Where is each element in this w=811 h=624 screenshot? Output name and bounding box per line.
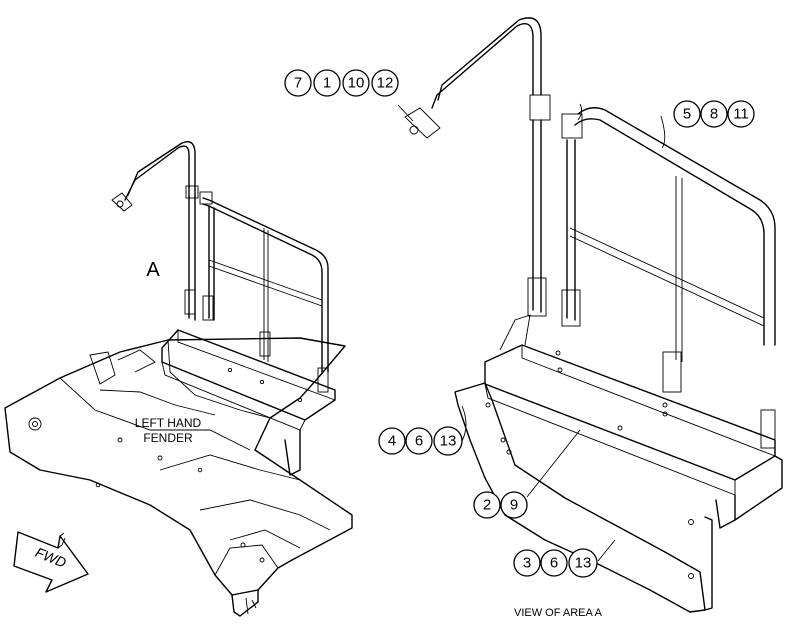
callout-circle — [540, 549, 568, 577]
callout-number: 4 — [388, 433, 396, 450]
callout-circle — [568, 548, 598, 578]
callout-group-2-9: 2 9 — [473, 491, 528, 519]
callout-group-3-6-13: 3 6 13 — [513, 548, 598, 578]
callout-circle — [405, 427, 433, 455]
callout-circle — [727, 100, 755, 128]
fender-label-line-2: FENDER — [143, 431, 193, 445]
callout-circle — [513, 549, 541, 577]
callout-number: 5 — [683, 106, 691, 123]
callout-circle — [313, 69, 341, 97]
callout-number: 11 — [733, 106, 749, 123]
callout-circle — [284, 69, 312, 97]
callout-circle — [500, 491, 528, 519]
callout-number: 1 — [323, 75, 331, 92]
callout-number: 6 — [550, 555, 558, 572]
callout-circle — [473, 491, 501, 519]
area-a-marker: A — [146, 259, 160, 281]
callout-number: 9 — [510, 497, 518, 514]
callout-circle — [378, 427, 406, 455]
callout-number: 12 — [377, 75, 394, 92]
forward-direction-arrow: FWD — [13, 531, 89, 593]
callout-number: 3 — [523, 555, 531, 572]
fender-label-line-1: LEFT HAND — [135, 416, 202, 430]
callout-number: 13 — [440, 433, 457, 450]
fwd-arrow-label: FWD — [33, 544, 69, 571]
view-caption: VIEW OF AREA A — [514, 607, 603, 619]
callout-circle — [700, 100, 728, 128]
callout-circle — [673, 100, 701, 128]
callout-number: 10 — [348, 75, 365, 92]
callout-number: 6 — [415, 433, 423, 450]
callout-circle — [342, 69, 370, 97]
callout-group-5-8-11: 5 8 11 — [673, 100, 755, 128]
callout-circle — [371, 69, 399, 97]
detail-view-area-a: VIEW OF AREA A — [397, 17, 783, 619]
callout-group-7-1-10-12: 7 1 10 12 — [284, 69, 399, 97]
callout-number: 2 — [483, 497, 491, 514]
callout-circle — [433, 426, 463, 456]
callout-number: 8 — [710, 106, 718, 123]
callout-group-4-6-13: 4 6 13 — [378, 426, 463, 456]
left-overview-assembly: A LEFT HAND FENDER — [4, 140, 353, 617]
callout-number: 13 — [575, 555, 592, 572]
callout-number: 7 — [294, 75, 302, 92]
